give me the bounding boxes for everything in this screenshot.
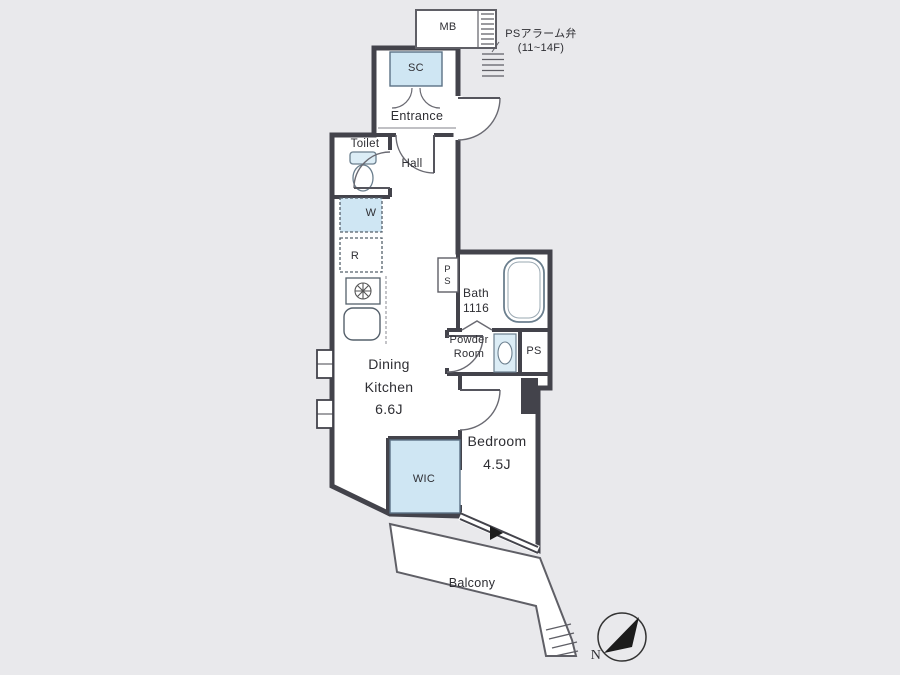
meter-box [415, 9, 504, 77]
compass [597, 612, 647, 662]
washer-box [339, 197, 383, 233]
left-windows [316, 349, 334, 429]
label-dk-line2: Kitchen [364, 378, 414, 395]
bathtub [503, 257, 545, 323]
label-powder-line1: Powder [449, 334, 489, 346]
label-dk-line1: Dining [368, 356, 410, 372]
label-bath-name: Bath [463, 286, 489, 300]
label-fridge: R [350, 250, 360, 262]
powder-room-fixtures [446, 333, 517, 373]
wic-box [389, 439, 461, 514]
fridge-box [339, 237, 383, 273]
label-bedroom: Bedroom 4.5J [455, 430, 539, 475]
ps-alarm-leader-line [491, 41, 500, 53]
label-ps-alarm-line2: (11~14F) [517, 42, 565, 54]
label-bath-size: 1116 [462, 300, 490, 315]
label-powder-line2: Room [453, 347, 485, 360]
entrance-door-arc [457, 97, 501, 141]
sc-door-arcs [391, 87, 441, 109]
compass-circle [597, 612, 647, 662]
label-ps-alarm-line1: PSアラーム弁 [505, 28, 577, 40]
label-toilet: Toilet [350, 138, 380, 150]
label-ps-right: PS [526, 345, 542, 357]
label-bath: Bath 1116 [450, 286, 502, 315]
bath-folding-door [461, 320, 493, 331]
toilet-fixture [349, 151, 391, 192]
wall-column [521, 378, 538, 414]
label-balcony: Balcony [448, 576, 496, 590]
label-bedroom-size: 4.5J [483, 455, 511, 472]
ps-shaft-left-box [437, 257, 459, 293]
hall-door-arc [395, 134, 435, 174]
bedroom-door-arc [459, 389, 501, 431]
slide-direction-marker [490, 526, 503, 540]
label-washer: W [365, 207, 377, 219]
label-ps-left: PS [441, 264, 453, 288]
balcony-outline [388, 522, 579, 657]
toilet-door-arc [353, 151, 391, 189]
label-north: N [590, 648, 602, 663]
label-mb: MB [439, 21, 457, 33]
powder-door-arc [446, 335, 484, 373]
label-wic: WIC [412, 473, 436, 485]
label-entrance: Entrance [390, 109, 444, 123]
vent-grille-bottom [482, 53, 504, 77]
north-needle [604, 617, 639, 653]
label-dk-size: 6.6J [375, 401, 403, 417]
label-bedroom-name: Bedroom [467, 433, 527, 449]
label-sc: SC [408, 62, 424, 74]
kitchen-sink [343, 307, 381, 341]
bedroom-window [459, 512, 539, 554]
label-powder-room: Powder Room [442, 334, 496, 361]
kitchen-fixtures [339, 197, 387, 346]
vent-grille-top [481, 13, 494, 45]
label-dining-kitchen: Dining Kitchen 6.6J [347, 353, 431, 421]
stove-burner-icon [354, 282, 372, 300]
bathroom-fixtures [461, 257, 545, 331]
label-ps-alarm: PSアラーム弁 (11~14F) [497, 27, 585, 55]
label-hall: Hall [401, 158, 423, 170]
shoe-closet [378, 51, 456, 129]
balcony-steps [545, 623, 579, 657]
